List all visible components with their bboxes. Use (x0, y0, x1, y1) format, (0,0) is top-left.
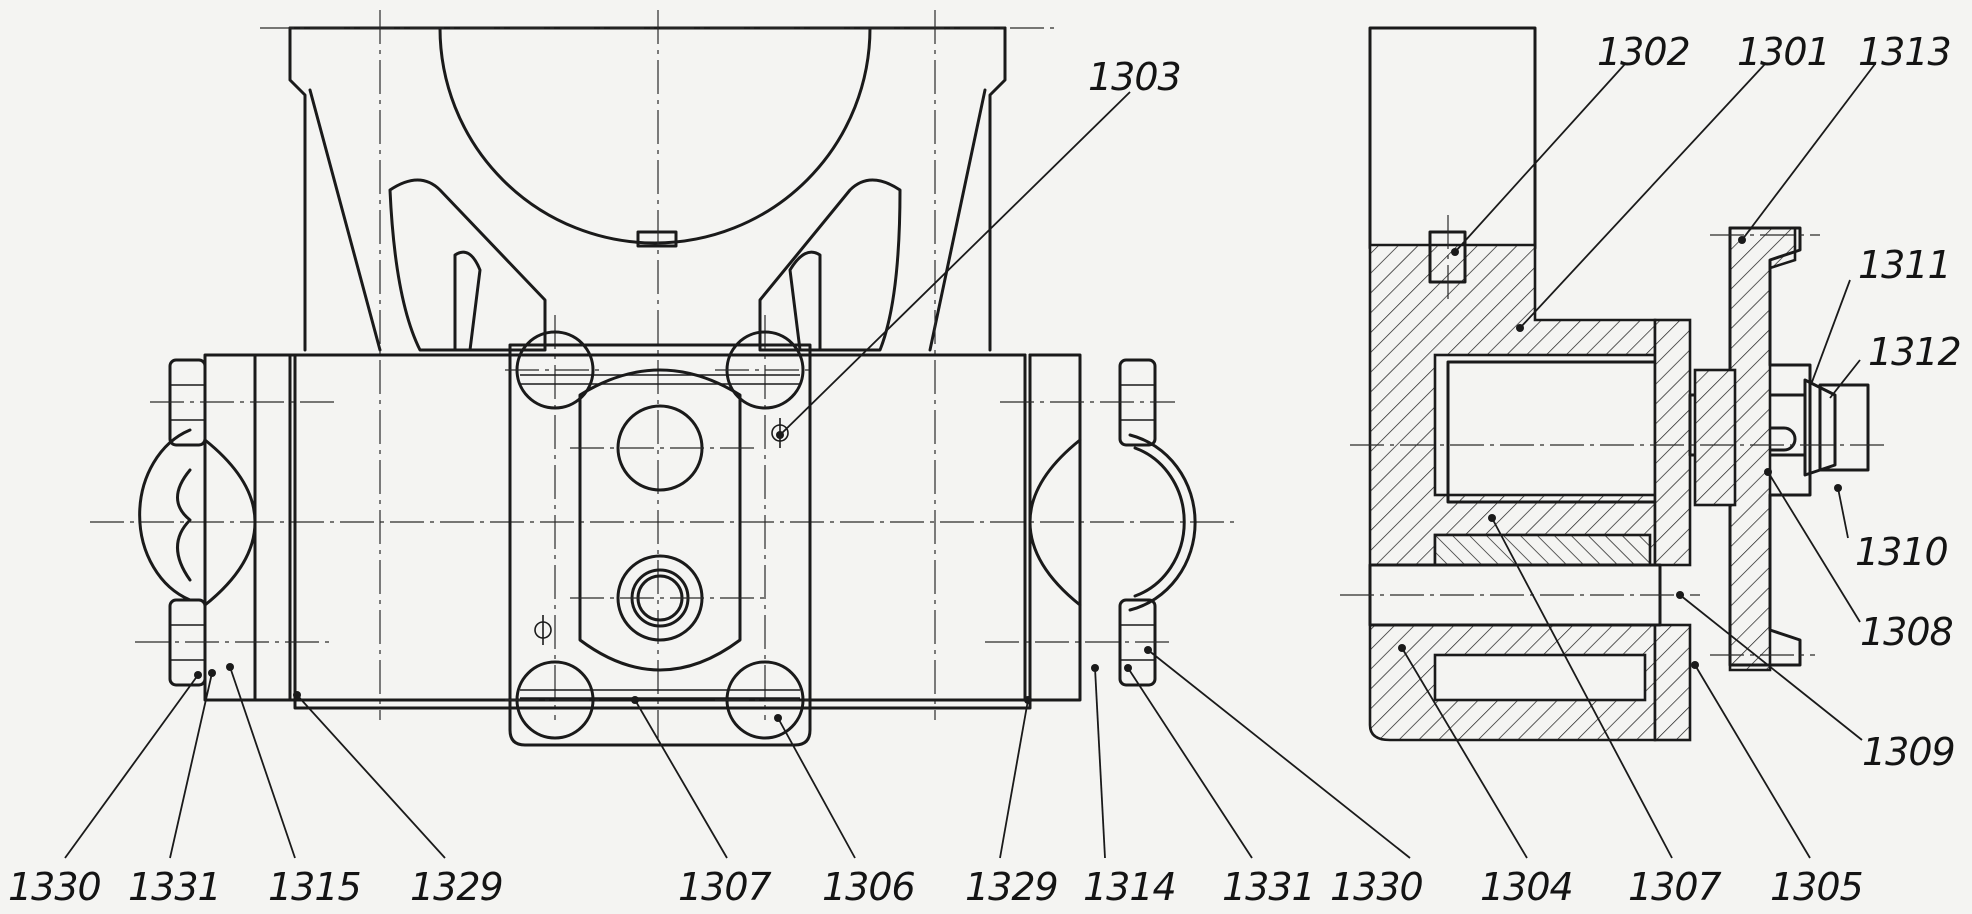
label-1329: 1329 (965, 865, 1058, 909)
label-1329: 1329 (410, 865, 503, 909)
pulley-assembly (1340, 226, 1885, 672)
front-view (90, 10, 1240, 747)
leader-lines (64, 63, 1876, 859)
label-1305: 1305 (1770, 865, 1863, 909)
label-1306: 1306 (822, 865, 915, 909)
label-1302: 1302 (1597, 30, 1690, 74)
label-1308: 1308 (1860, 610, 1953, 654)
mounting-bracket (288, 26, 1007, 352)
label-1301: 1301 (1737, 30, 1830, 74)
label-1312: 1312 (1868, 330, 1961, 374)
label-1331: 1331 (128, 865, 221, 909)
part-labels: 1303 1302 1301 1313 1311 1312 1310 1308 … (8, 30, 1962, 909)
section-view (1340, 26, 1885, 742)
label-1310: 1310 (1855, 530, 1948, 574)
label-1307: 1307 (678, 865, 772, 909)
label-1313: 1313 (1858, 30, 1951, 74)
label-1314: 1314 (1083, 865, 1176, 909)
right-end-fittings (985, 358, 1197, 687)
label-1307: 1307 (1628, 865, 1722, 909)
label-1315: 1315 (268, 865, 361, 909)
left-end-fittings (135, 358, 340, 687)
label-1330: 1330 (8, 865, 101, 909)
label-1303: 1303 (1088, 55, 1181, 99)
label-1331: 1331 (1222, 865, 1315, 909)
label-1309: 1309 (1862, 730, 1955, 774)
pump-housing (203, 353, 1082, 710)
label-1304: 1304 (1480, 865, 1573, 909)
label-1330: 1330 (1330, 865, 1423, 909)
cover-bolts (505, 330, 815, 740)
cover-plate (508, 343, 812, 747)
label-1311: 1311 (1858, 243, 1951, 287)
